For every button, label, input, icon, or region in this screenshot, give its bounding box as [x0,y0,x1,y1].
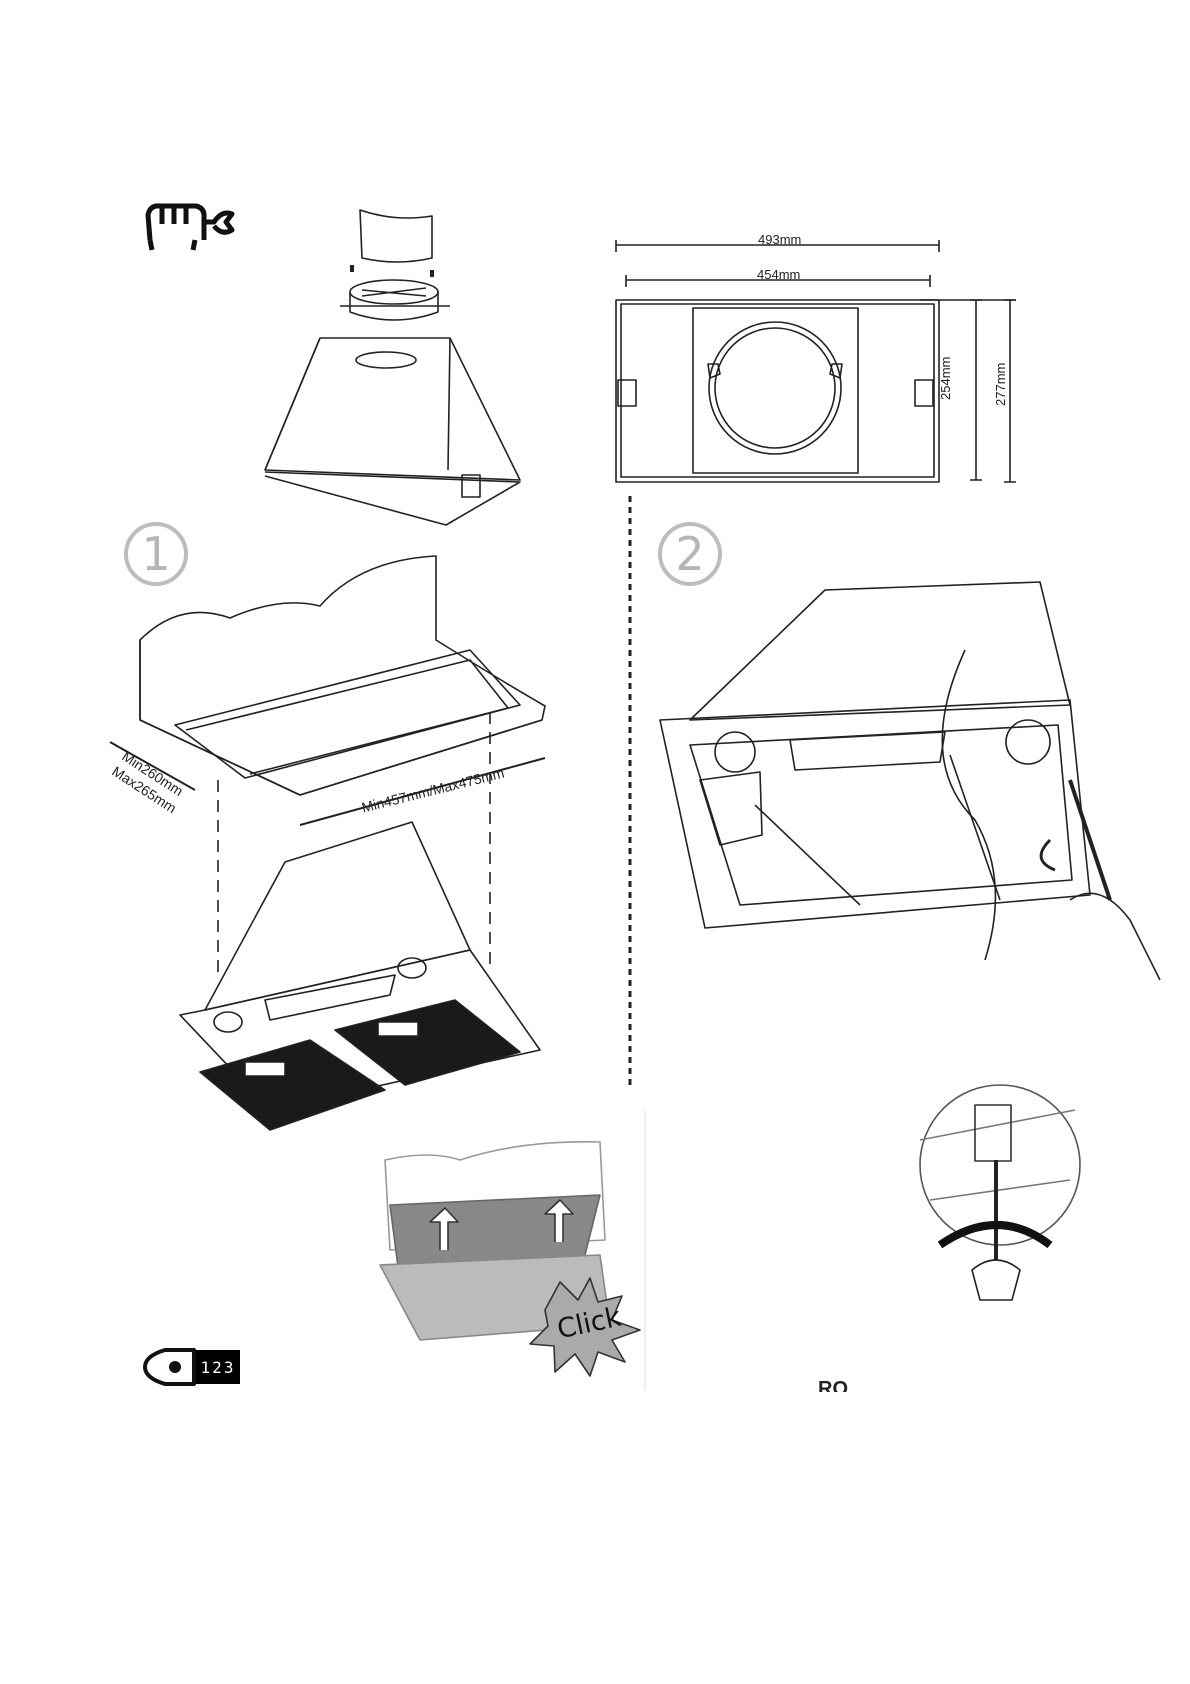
height-inner-label: 254mm [938,356,953,400]
footer-fragment: RO [818,1378,848,1392]
width-outer-label: 493mm [758,232,802,247]
display-digits: 123 [196,1350,240,1384]
iron-display-icon [143,1348,196,1386]
hand-wrench-icon [145,203,235,251]
step-two-badge: 2 [658,522,722,586]
screwdriver-detail-inset [919,1084,1081,1301]
dimension-plan-view [615,240,1016,483]
step-one-illustration [109,555,546,1131]
hood-exploded-view [264,209,521,526]
height-outer-label: 277mm [993,362,1008,406]
width-inner-label: 454mm [757,267,801,282]
click-inset-illustration [379,1141,641,1377]
step-one-badge: 1 [124,522,188,586]
step-two-illustration [659,581,1161,981]
